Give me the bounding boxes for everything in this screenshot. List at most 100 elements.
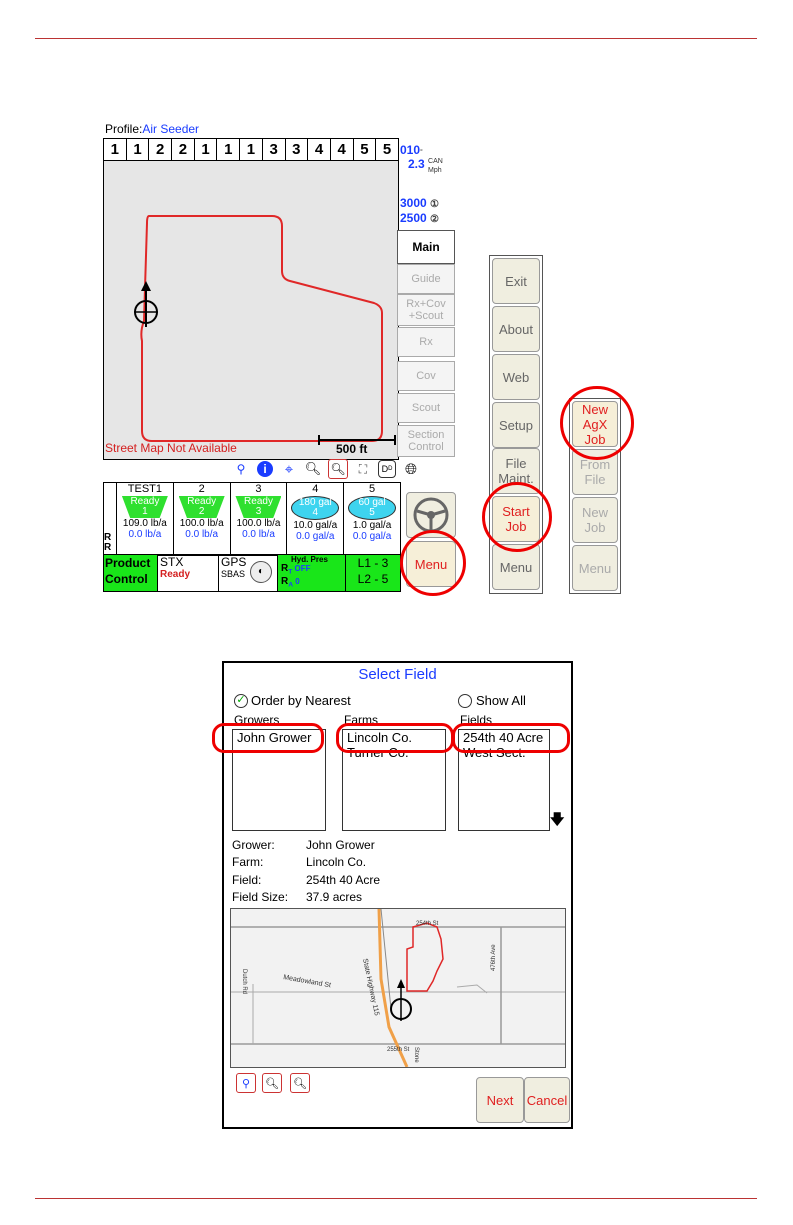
show-all-option[interactable]: Show All xyxy=(458,693,526,708)
section-7: 1 xyxy=(240,139,263,161)
select-field-dialog: Select Field ✓ Order by Nearest Show All… xyxy=(212,661,573,1129)
field-preview-map[interactable]: 254th St Meadowland St Dutch Rd State Hi… xyxy=(230,908,566,1068)
status-bar: Product Control STX Ready GPS SBAS ◐ Hyd… xyxy=(103,554,401,592)
globe-icon[interactable]: 🌐︎ xyxy=(404,460,417,478)
gps-signal-icon: ◐ xyxy=(250,561,272,583)
target-icon[interactable]: ⌖ xyxy=(284,460,294,478)
product-3-status: Ready xyxy=(244,496,273,507)
extents-icon[interactable]: ⛶ xyxy=(358,461,368,476)
zoom-in-icon[interactable]: 🔍︎ xyxy=(328,459,348,479)
setup-button[interactable]: Setup xyxy=(492,402,540,448)
speed-unit: Mph xyxy=(428,167,442,174)
product-3-target: 100.0 lb/a xyxy=(236,518,281,529)
section-4: 2 xyxy=(172,139,195,161)
speed-source: CAN xyxy=(428,158,443,165)
tab-rx[interactable]: Rx xyxy=(397,327,455,357)
section-3: 2 xyxy=(149,139,173,161)
preview-zoom-in-icon[interactable]: 🔍︎ xyxy=(290,1073,310,1093)
exit-button[interactable]: Exit xyxy=(492,258,540,304)
product-3-name: 3 xyxy=(255,483,262,495)
grower-highlight xyxy=(212,723,324,753)
street-map-message: Street Map Not Available xyxy=(105,441,237,455)
product-2-status: Ready xyxy=(187,496,217,507)
guidance-map[interactable] xyxy=(103,160,399,460)
job-panel-menu-button[interactable]: Menu xyxy=(572,545,618,591)
list-item[interactable]: Lincoln Co. xyxy=(347,730,413,745)
map-label-dutch: Dutch Rd xyxy=(241,969,247,994)
tab-rx-cov-scout[interactable]: Rx+Cov +Scout xyxy=(397,294,455,326)
product-2-actual: 0.0 lb/a xyxy=(185,529,219,540)
start-job-highlight-circle xyxy=(482,482,552,552)
web-button[interactable]: Web xyxy=(492,354,540,400)
next-button[interactable]: Next xyxy=(476,1077,524,1123)
stx-status[interactable]: STX Ready xyxy=(158,555,219,591)
add-point-icon[interactable]: ⚲ xyxy=(236,462,246,476)
about-button[interactable]: About xyxy=(492,306,540,352)
lane-1: L1 - 3 xyxy=(357,556,389,570)
product-control-button[interactable]: Product Control xyxy=(104,555,158,591)
product-5-status: 60 gal xyxy=(358,497,386,508)
scroll-down-arrow-icon[interactable]: 🡇 xyxy=(550,811,565,827)
map-label-254th: 254th St xyxy=(416,921,439,927)
product-1-num: 1 xyxy=(142,506,148,517)
lane-status[interactable]: L1 - 3 L2 - 5 xyxy=(346,555,400,591)
cancel-button[interactable]: Cancel xyxy=(524,1077,570,1123)
product-1-actual: 0.0 lb/a xyxy=(128,529,162,540)
product-4-target: 10.0 gal/a xyxy=(293,520,338,531)
product-5-num: 5 xyxy=(369,507,375,518)
farm-highlight xyxy=(336,723,454,753)
list-item[interactable]: 254th 40 Acre xyxy=(463,730,544,745)
hydraulic-status[interactable]: Hyd. Pres RT OFF RA 0 xyxy=(278,555,346,591)
preview-zoom-out-icon[interactable]: 🔍︎ xyxy=(262,1073,282,1093)
tab-cov[interactable]: Cov xyxy=(397,361,455,391)
info-icon[interactable]: i xyxy=(256,460,274,478)
tab-guide[interactable]: Guide xyxy=(397,264,455,294)
section-6: 1 xyxy=(217,139,241,161)
product-5-actual: 0.0 gal/a xyxy=(352,531,392,542)
section-10: 4 xyxy=(308,139,331,161)
counter-1: 3000 ① xyxy=(400,196,439,210)
info-farm: Farm:Lincoln Co. xyxy=(232,855,367,869)
radio-unchecked-icon xyxy=(458,693,472,708)
field-highlight xyxy=(452,723,570,753)
product-1-status: Ready xyxy=(130,496,160,507)
tab-scout[interactable]: Scout xyxy=(397,393,455,423)
new-job-button[interactable]: New Job xyxy=(572,497,618,543)
counter-1-value: 3000 xyxy=(400,196,427,210)
growers-list[interactable]: John Grower xyxy=(232,729,326,831)
field-preview-svg: 254th St Meadowland St Dutch Rd State Hi… xyxy=(231,909,565,1067)
list-item[interactable]: John Grower xyxy=(237,730,312,745)
farms-list[interactable]: Lincoln Co. Turner Co. xyxy=(342,729,446,831)
scale-label: 500 ft xyxy=(336,442,368,456)
product-4-actual: 0.0 gal/a xyxy=(296,531,335,542)
section-1: 1 xyxy=(104,139,127,161)
tab-main[interactable]: Main xyxy=(397,230,455,264)
steering-wheel-icon xyxy=(413,497,449,533)
section-13: 5 xyxy=(382,141,392,158)
product-2-num: 2 xyxy=(198,506,205,517)
section-11: 4 xyxy=(331,139,354,161)
product-2-target: 100.0 lb/a xyxy=(179,518,224,529)
preview-add-point-icon[interactable]: ⚲ xyxy=(236,1073,256,1093)
map-label-255th: 255th St xyxy=(387,1047,410,1053)
gps-status[interactable]: GPS SBAS ◐ xyxy=(219,555,278,591)
ra-label: R xyxy=(104,542,112,553)
product-3-num: 3 xyxy=(255,506,262,517)
zoom-out-icon[interactable]: 🔍︎ xyxy=(304,461,322,476)
product-4-status: 180 gal xyxy=(298,497,332,508)
heading-value: 010 xyxy=(400,143,421,157)
info-grower: Grower:John Grower xyxy=(232,838,375,852)
product-1-target: 109.0 lb/a xyxy=(122,518,167,529)
order-by-nearest-option[interactable]: ✓ Order by Nearest xyxy=(234,693,351,708)
tab-section-control[interactable]: Section Control xyxy=(397,425,455,457)
